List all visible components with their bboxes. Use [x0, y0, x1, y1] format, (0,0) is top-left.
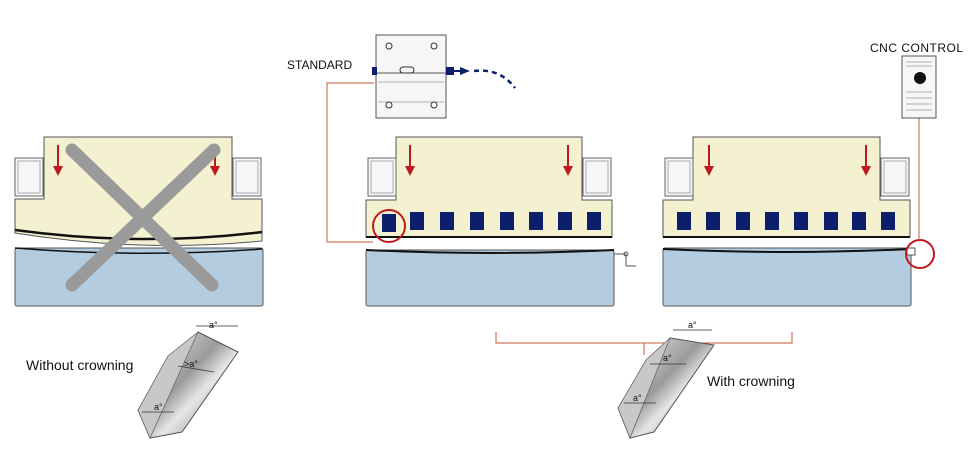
- arrow-down-icon: [704, 145, 714, 176]
- crowning-blocks: [382, 212, 601, 232]
- crowning-block: [587, 212, 601, 230]
- crowning-block: [529, 212, 543, 230]
- angle-mark: >a°: [184, 359, 198, 369]
- crowning-block: [440, 212, 454, 230]
- upper-beam: [365, 136, 613, 238]
- arrow-down-icon: [405, 145, 415, 176]
- crowning-block: [824, 212, 838, 230]
- bent-sheet-with-crowning: [617, 329, 715, 440]
- standard-crowning-mechanism: [372, 34, 516, 119]
- cross-icon: [65, 143, 221, 292]
- crowning-block: [881, 212, 895, 230]
- lower-bed: [14, 247, 264, 307]
- arrow-down-icon: [563, 145, 573, 176]
- crowning-block: [470, 212, 484, 230]
- crowning-blocks: [677, 212, 895, 230]
- without-crowning-label: Without crowning: [26, 357, 134, 373]
- lower-bed: [365, 249, 615, 307]
- highlight-circle: [372, 209, 406, 243]
- adjust-handle-icon: [614, 251, 636, 267]
- crowning-block: [677, 212, 691, 230]
- angle-mark: a°: [688, 320, 697, 330]
- with-crowning-label: With crowning: [707, 373, 795, 389]
- sheet-deflection-line: [14, 228, 263, 241]
- crowning-block: [706, 212, 720, 230]
- right-cylinder: [582, 157, 612, 197]
- angle-mark: a°: [633, 393, 642, 403]
- crowning-block: [410, 212, 424, 230]
- result-bracket: [495, 332, 793, 344]
- left-cylinder: [14, 157, 44, 197]
- angle-mark: a°: [209, 320, 218, 330]
- leader-line: [326, 82, 374, 243]
- crowning-block: [765, 212, 779, 230]
- cnc-control-label: CNC CONTROL: [870, 41, 964, 55]
- crowning-block: [794, 212, 808, 230]
- arrow-down-icon: [861, 145, 871, 176]
- left-cylinder: [367, 157, 397, 197]
- press-without-crowning: [14, 136, 264, 307]
- press-standard-crowning: [326, 82, 636, 307]
- angle-mark: a°: [154, 402, 163, 412]
- sensor-box: [906, 247, 916, 256]
- crowning-block: [852, 212, 866, 230]
- upper-beam: [662, 136, 911, 238]
- crowning-block: [382, 214, 396, 232]
- right-cylinder: [232, 157, 262, 197]
- highlight-circle: [905, 239, 935, 269]
- cnc-control-unit: [901, 55, 937, 119]
- right-cylinder: [880, 157, 910, 197]
- left-cylinder: [664, 157, 694, 197]
- crowning-block: [500, 212, 514, 230]
- crowning-block: [558, 212, 572, 230]
- bent-sheet-without-crowning: [137, 325, 239, 439]
- crowning-block: [736, 212, 750, 230]
- press-cnc-crowning: [662, 118, 935, 307]
- arrow-down-icon: [53, 145, 63, 176]
- standard-label: STANDARD: [287, 58, 353, 72]
- angle-mark: a°: [663, 353, 672, 363]
- lower-bed: [662, 247, 912, 307]
